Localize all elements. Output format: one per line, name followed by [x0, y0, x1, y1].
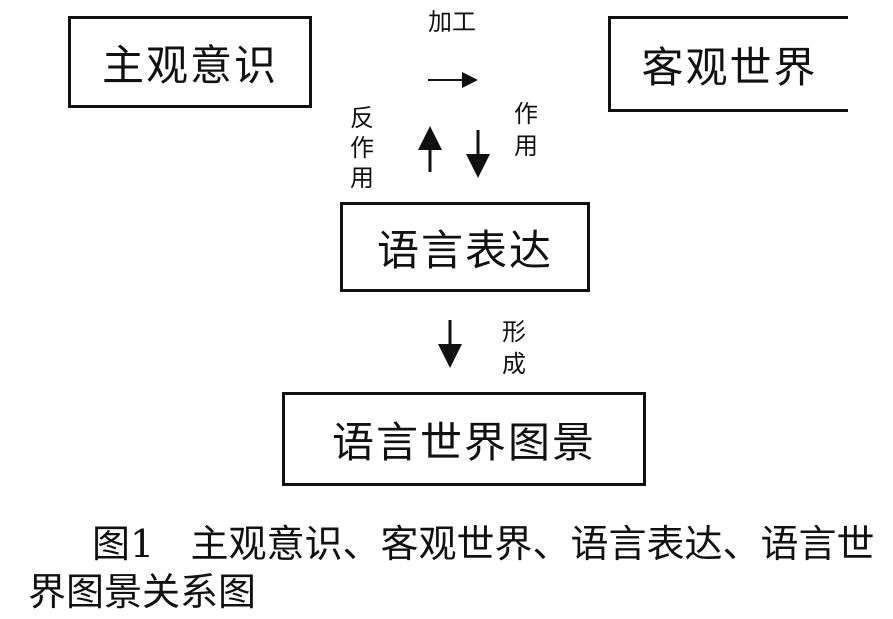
- label-reaction-char: 反: [350, 104, 374, 132]
- label-reaction-char: 作: [350, 134, 374, 162]
- label-action-char: 用: [514, 132, 538, 160]
- label-action-char: 作: [514, 100, 538, 128]
- box-picture-label: 语言世界图景: [331, 417, 596, 467]
- box-objective-world: 客观世界: [608, 16, 848, 112]
- box-objective-label: 客观世界: [641, 42, 818, 92]
- box-subjective-consciousness: 主观意识: [68, 16, 312, 108]
- label-form-char: 成: [502, 350, 526, 378]
- label-process: 加工: [428, 8, 476, 36]
- box-expression-label: 语言表达: [376, 225, 553, 275]
- figure-title: 主观意识、客观世界、语言表达、语言世界图景关系图: [28, 522, 875, 614]
- box-subjective-label: 主观意识: [101, 40, 278, 90]
- figure-caption: 图1 主观意识、客观世界、语言表达、语言世界图景关系图: [28, 520, 888, 616]
- label-reaction-char: 用: [350, 164, 374, 192]
- label-form-char: 形: [502, 318, 526, 346]
- box-language-expression: 语言表达: [340, 202, 590, 292]
- box-language-world-picture: 语言世界图景: [282, 392, 646, 486]
- figure-number: 图1: [92, 522, 155, 566]
